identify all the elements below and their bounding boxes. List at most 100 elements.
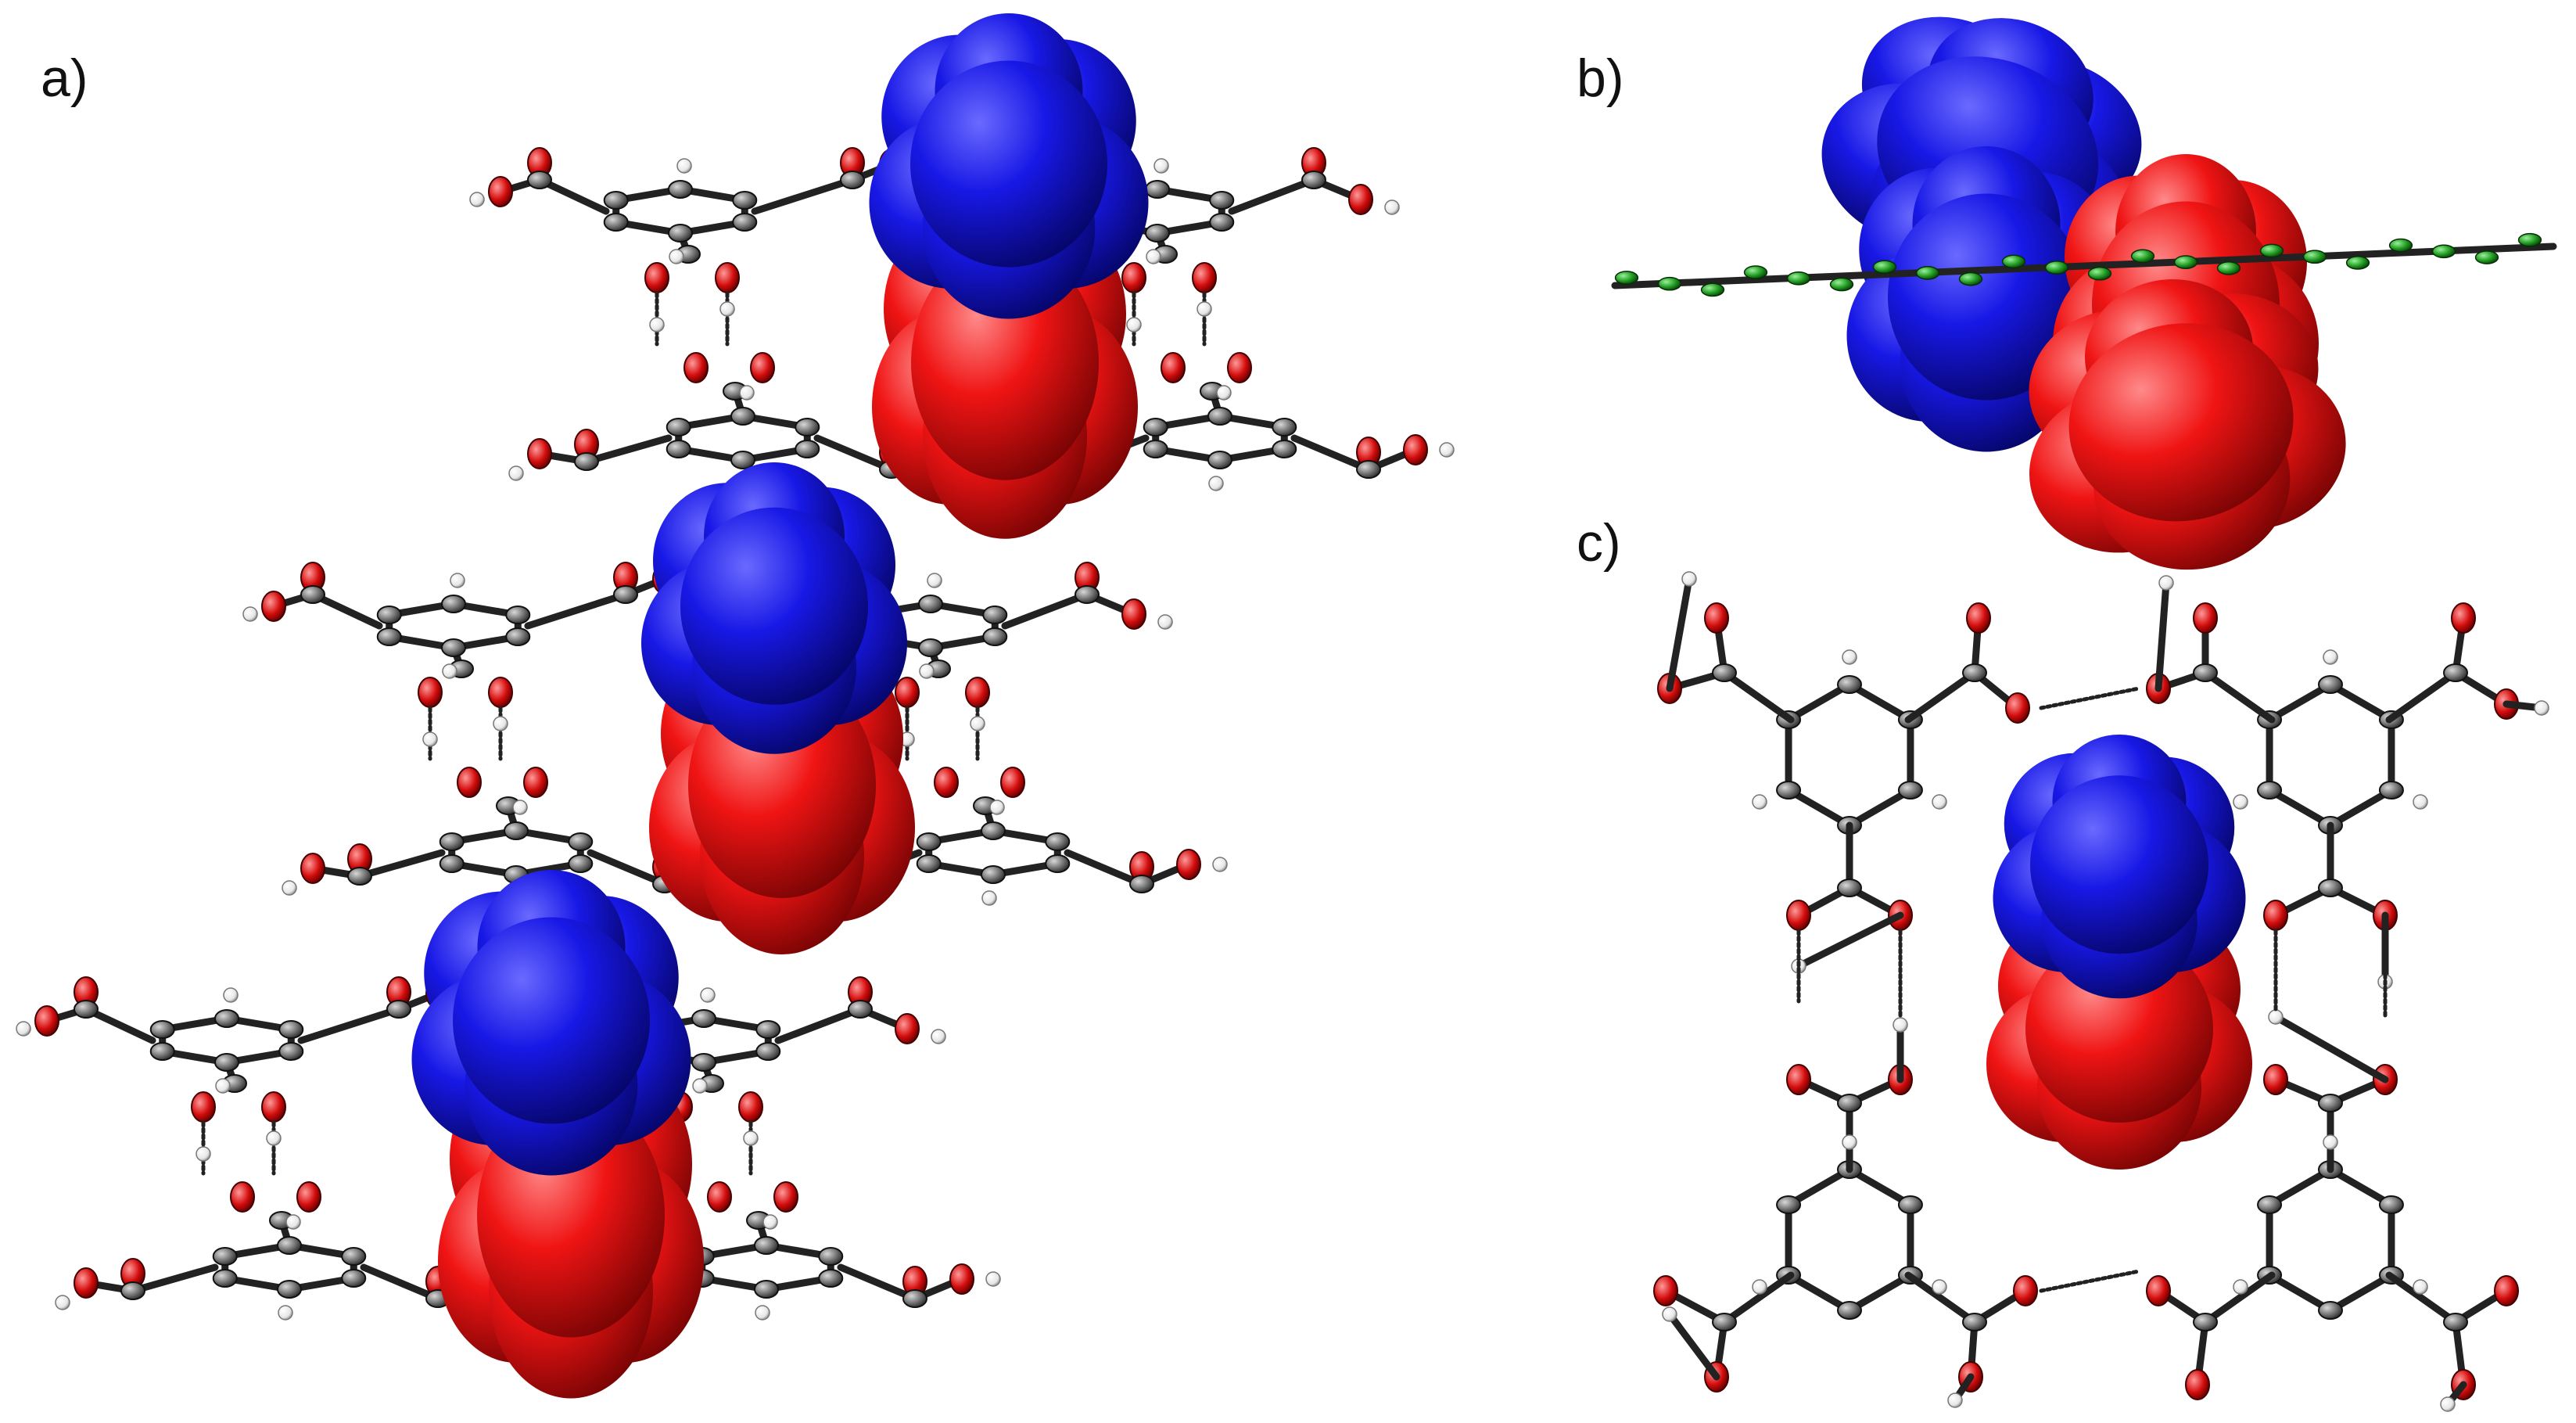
hydrogen-atom: [469, 192, 485, 207]
carbon-atom: [918, 595, 943, 613]
oxygen-atom: [2263, 1064, 2288, 1095]
oxygen-atom: [2005, 692, 2030, 724]
oxygen-atom: [2146, 1275, 2171, 1306]
molecule-lobe: [453, 917, 650, 1124]
bond: [1795, 911, 1904, 970]
bond: [1904, 1271, 1979, 1326]
carbon-atom: [149, 1020, 175, 1039]
carbon-atom: [730, 451, 755, 469]
oxygen-atom: [1192, 262, 1217, 293]
molecule-lobe: [680, 507, 868, 705]
hydrogen-atom: [692, 1078, 708, 1094]
oxygen-atom: [1403, 434, 1428, 465]
carbon-atom: [376, 605, 402, 624]
hydrogen-atom: [1216, 385, 1232, 401]
carbon-atom: [1962, 1313, 1987, 1331]
bond: [1785, 1166, 1853, 1209]
carbon-atom: [981, 865, 1006, 884]
green-atom: [2001, 254, 2026, 269]
carbon-atom: [1207, 451, 1232, 469]
bond: [1846, 1271, 1914, 1314]
carbon-atom: [603, 191, 629, 210]
hydrogen-atom: [1197, 301, 1212, 317]
green-atom: [2044, 261, 2069, 275]
carbon-atom: [2193, 1313, 2218, 1331]
green-atom: [1872, 260, 1897, 275]
bond: [1846, 786, 1914, 829]
bond: [2154, 579, 2170, 692]
carbon-atom: [1356, 460, 1381, 479]
carbon-atom: [848, 1000, 873, 1019]
hydrogen-atom: [450, 573, 465, 588]
carbon-atom: [1272, 418, 1297, 437]
bond: [2385, 1271, 2459, 1326]
carbon-atom: [1962, 663, 1987, 682]
bond: [813, 434, 895, 473]
carbon-atom: [2443, 1313, 2468, 1331]
hydrogen-atom: [16, 1021, 31, 1037]
bond: [1666, 575, 1693, 692]
carbon-atom: [278, 1020, 304, 1039]
carbon-atom: [214, 1053, 239, 1072]
carbon-atom: [691, 1009, 716, 1028]
hydrogen-atom: [422, 731, 438, 747]
carbon-atom: [1712, 663, 1737, 682]
carbon-atom: [732, 213, 758, 232]
hydrogen-atom: [676, 158, 692, 174]
green-atom: [2431, 244, 2456, 259]
bond: [1785, 786, 1853, 829]
carbon-atom: [1272, 440, 1297, 458]
carbon-atom: [277, 1280, 302, 1299]
oxygen-atom: [2263, 900, 2288, 931]
bond: [1290, 434, 1372, 473]
bond: [583, 434, 673, 465]
bond: [587, 849, 669, 888]
carbon-atom: [149, 1042, 175, 1061]
hydrogen-atom: [970, 716, 985, 731]
hydrogen-atom: [1157, 614, 1173, 630]
bond: [1720, 1271, 1795, 1326]
carbon-atom: [347, 867, 372, 886]
hydrogen-atom: [927, 573, 942, 588]
bond: [2327, 681, 2395, 724]
panel-a-crystal-packing: [16, 13, 1455, 1399]
hydrogen-atom: [981, 890, 997, 906]
green-atom: [2173, 255, 2198, 269]
hydrogen-atom: [1932, 794, 1947, 810]
oxygen-atom: [457, 767, 482, 798]
bond: [1666, 1310, 1720, 1381]
bond: [2201, 1271, 2276, 1326]
hydrogen-atom: [1146, 249, 1161, 264]
green-atom: [1657, 276, 1682, 291]
oxygen-atom: [1000, 767, 1025, 798]
bond: [751, 176, 856, 215]
bond: [1846, 1166, 1914, 1209]
hydrogen-atom: [215, 1078, 231, 1094]
bond: [129, 1263, 219, 1295]
panel-label-c: c): [1577, 513, 1621, 573]
carbon-atom: [1045, 854, 1071, 873]
green-atom: [2259, 243, 2284, 258]
carbon-atom: [2318, 1301, 2343, 1320]
carbon-atom: [505, 627, 531, 646]
carbon-atom: [1776, 1195, 1802, 1214]
carbon-atom: [668, 224, 693, 243]
molecule-lobe: [2030, 775, 2208, 954]
molecule-lobe: [2068, 323, 2294, 522]
bond: [297, 1005, 403, 1044]
hydrogen-atom: [2413, 1279, 2428, 1295]
hydrogen-atom: [2323, 649, 2338, 665]
bond: [2201, 669, 2276, 724]
carbon-atom: [2318, 879, 2343, 897]
molecule-lobe: [1888, 193, 2085, 401]
bond: [536, 176, 610, 215]
hydrogen-atom: [1752, 794, 1767, 810]
oxygen-atom: [773, 1181, 798, 1213]
carbon-atom: [981, 821, 1006, 840]
hydrogen-atom: [2440, 1396, 2456, 1412]
hydrogen-atom: [242, 606, 258, 622]
carbon-atom: [691, 1053, 716, 1072]
blue-guest-molecule: [869, 13, 1149, 319]
oxygen-atom: [683, 352, 709, 383]
hydrogen-atom: [196, 1146, 211, 1162]
